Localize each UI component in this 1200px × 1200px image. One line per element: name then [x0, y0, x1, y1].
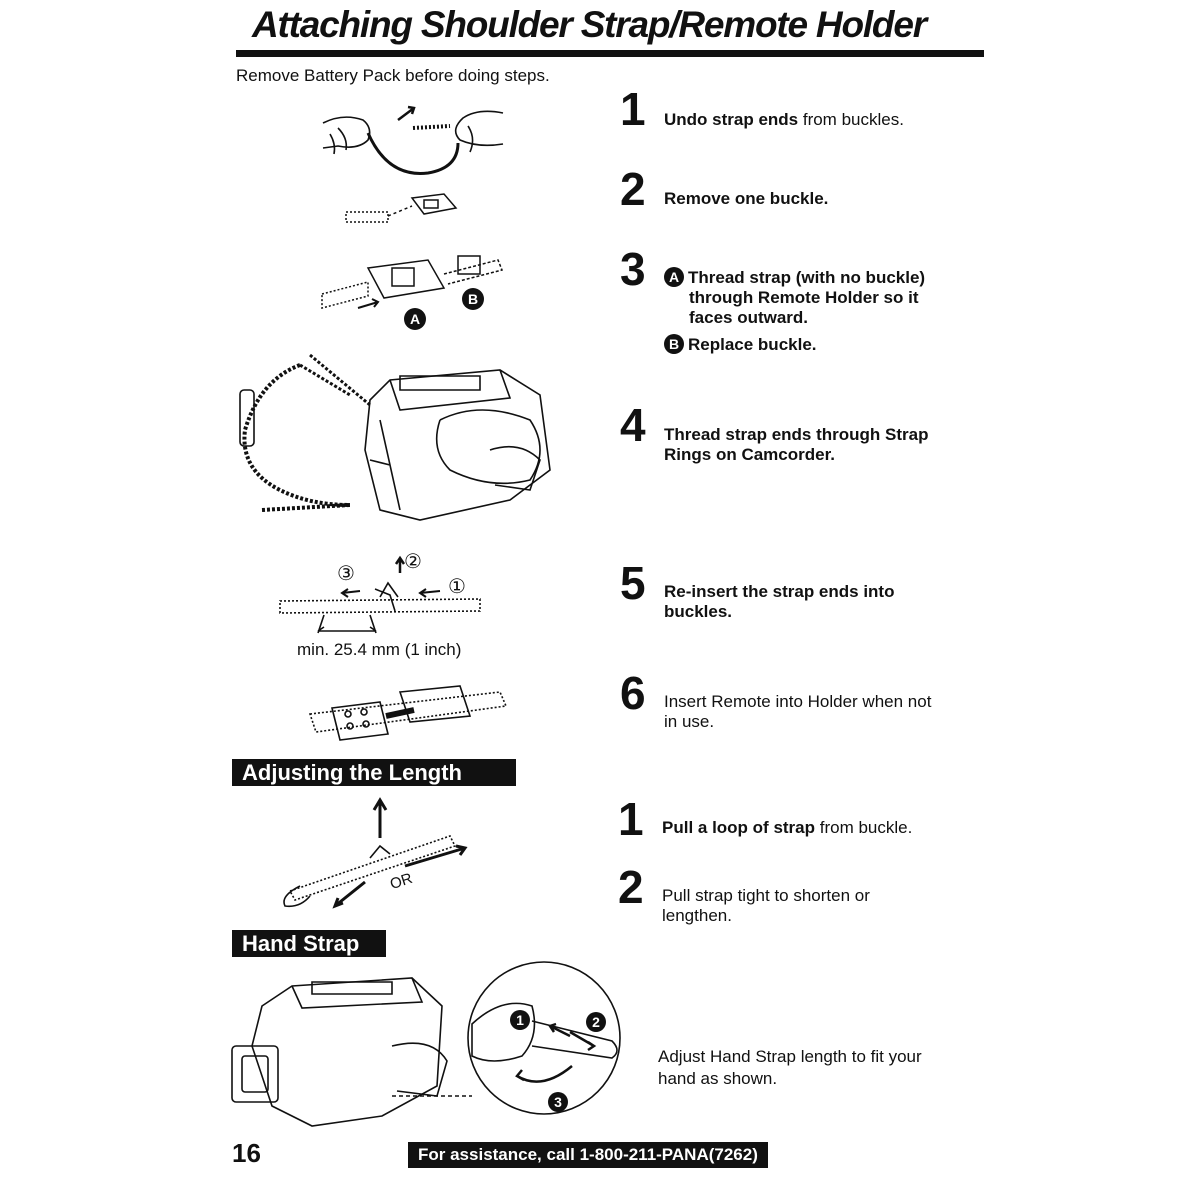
circled-2-label: ② [404, 551, 422, 573]
step-number: 5 [620, 557, 646, 609]
min-length-caption: min. 25.4 mm (1 inch) [297, 640, 462, 659]
step-number: 6 [620, 667, 646, 719]
hand-strap-illustration [232, 966, 640, 1138]
remote-holder-illustration [318, 244, 508, 334]
step-3b-text: Replace buckle. [688, 335, 817, 354]
step-bold-text: Pull a loop of strap [662, 818, 816, 837]
title-underline [236, 50, 984, 57]
adjust-length-illustration [270, 796, 480, 914]
hand-marker-1: 1 [510, 1010, 530, 1030]
step-text: from buckle. [815, 818, 913, 837]
step-bold-text: Undo strap ends [664, 110, 799, 129]
step-3a-line3: faces outward. [689, 308, 809, 327]
hand-strap-line2: hand as shown. [658, 1069, 778, 1088]
circled-3-label: ③ [337, 563, 355, 585]
marker-b-illustration: B [462, 288, 484, 310]
marker-b: B [664, 334, 684, 354]
buckle-remove-illustration [342, 190, 462, 230]
step-line1: Pull strap tight to shorten or [662, 886, 870, 905]
assistance-banner: For assistance, call 1-800-211-PANA(7262… [408, 1142, 768, 1168]
step-line1: Insert Remote into Holder when not [664, 692, 932, 711]
step-line1: Thread strap ends through Strap [664, 425, 929, 444]
step-line2: lengthen. [662, 906, 732, 925]
marker-a: A [664, 267, 684, 287]
hand-marker-2: 2 [586, 1012, 606, 1032]
step-line1: Re-insert the strap ends into [664, 582, 895, 601]
hand-strap-text: Adjust Hand Strap length to fit your han… [658, 1046, 922, 1090]
hand-strap-header: Hand Strap [232, 930, 386, 957]
step-number: 1 [618, 793, 644, 845]
battery-note: Remove Battery Pack before doing steps. [236, 66, 550, 85]
adjusting-length-header: Adjusting the Length [232, 759, 516, 786]
step-line2: Rings on Camcorder. [664, 445, 835, 464]
step-bold-text: Remove one buckle. [664, 189, 829, 208]
step-number: 2 [620, 163, 646, 215]
circled-1-label: ① [448, 576, 466, 598]
step-3a-line2: through Remote Holder so it [689, 288, 919, 307]
page-number: 16 [232, 1138, 261, 1168]
step-text: from buckles. [798, 110, 904, 129]
page-title: Attaching Shoulder Strap/Remote Holder [252, 4, 927, 45]
step-number: 4 [620, 399, 646, 451]
step-line2: in use. [664, 712, 715, 731]
hand-marker-3: 3 [548, 1092, 568, 1112]
step-number: 2 [618, 861, 644, 913]
step-3a-line1: Thread strap (with no buckle) [688, 268, 926, 287]
reinsert-buckle-illustration [280, 555, 490, 650]
marker-a-illustration: A [404, 308, 426, 330]
strap-undo-illustration [318, 98, 508, 188]
step-number: 3 [620, 243, 646, 295]
step-number: 1 [620, 83, 646, 135]
hand-strap-line1: Adjust Hand Strap length to fit your [658, 1047, 922, 1066]
insert-remote-illustration [310, 686, 510, 746]
step-line2: buckles. [664, 602, 733, 621]
camcorder-strap-illustration [240, 350, 570, 530]
